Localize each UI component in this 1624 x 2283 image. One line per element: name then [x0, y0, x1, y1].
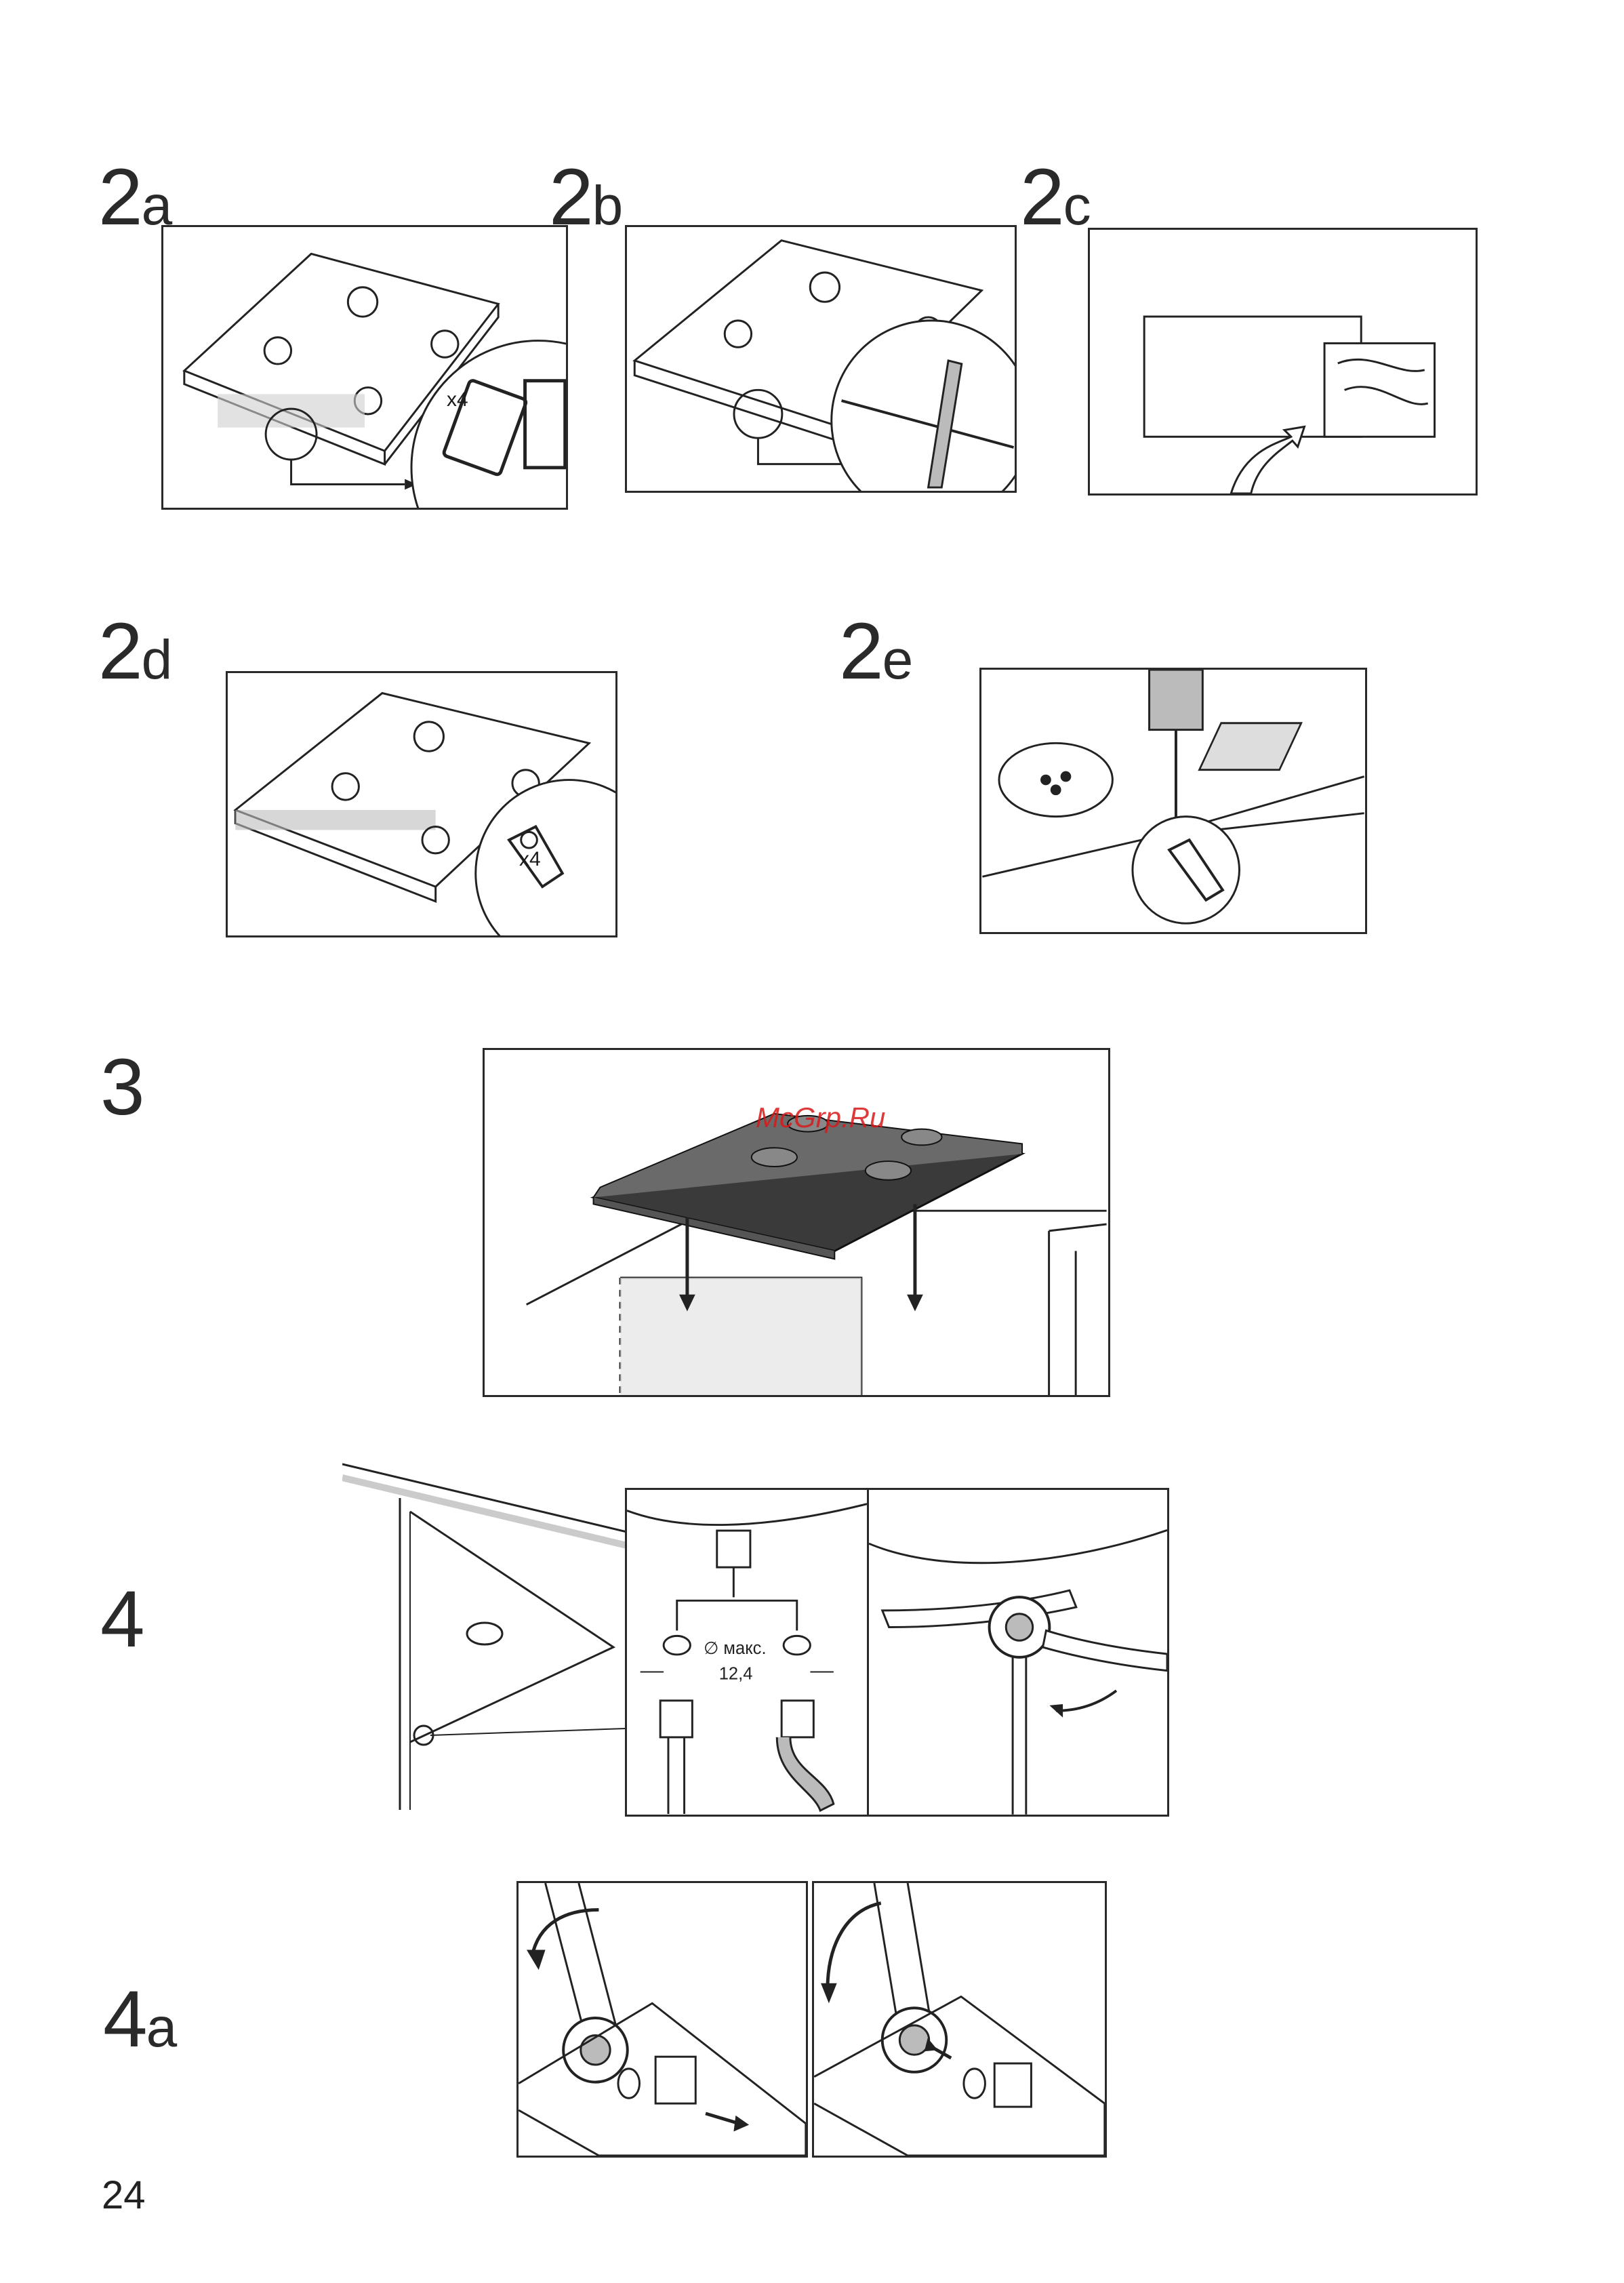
step-number: 2: [1020, 153, 1063, 242]
step-number: 2: [98, 153, 142, 242]
step-4-label: 4: [100, 1579, 144, 1659]
step-2e-label: 2e: [839, 611, 912, 691]
diameter-value: 12,4: [719, 1664, 753, 1683]
step-number: 4: [103, 1975, 146, 2064]
page-number: 24: [102, 2173, 146, 2218]
step-2c-label: 2c: [1020, 157, 1090, 237]
illustration-2e: [979, 668, 1367, 934]
step-letter: a: [146, 1997, 176, 2059]
illustration-2b: [625, 225, 1017, 493]
step-4a-label: 4a: [103, 1979, 176, 2059]
step-3-label: 3: [100, 1047, 144, 1127]
illustration-4-tighten: [867, 1488, 1169, 1817]
screwing-bracket-drawing: [981, 670, 1365, 932]
step-2a-label: 2a: [98, 157, 171, 237]
watermark: McGrp.Ru: [756, 1102, 885, 1134]
wrench-left-drawing: [519, 1883, 806, 2156]
step-letter: c: [1063, 175, 1090, 237]
quantity-label: x4: [519, 848, 541, 871]
step-letter: d: [142, 629, 171, 691]
gas-connection-drawing: ∅ макс. 12,4: [627, 1490, 867, 1815]
hob-underside-seal-drawing: [627, 227, 1015, 491]
diameter-label: ∅ макс.: [704, 1639, 766, 1658]
illustration-4-overview: [342, 1457, 627, 1810]
illustration-4a-right: [812, 1881, 1107, 2158]
illustration-4-connection: ∅ макс. 12,4: [625, 1488, 869, 1817]
hob-underside-brackets-drawing: [228, 673, 615, 935]
step-letter: b: [592, 175, 622, 237]
step-number: 2: [549, 153, 592, 242]
step-2d-label: 2d: [98, 611, 171, 691]
wrench-tighten-drawing: [869, 1490, 1167, 1815]
illustration-2d: x4: [226, 671, 617, 937]
step-number: 2: [839, 607, 882, 696]
seal-edge-drawing: [1090, 230, 1476, 493]
quantity-label: x4: [447, 388, 468, 411]
step-2b-label: 2b: [549, 157, 622, 237]
hob-underside-clips-drawing: [163, 227, 566, 508]
step-letter: e: [882, 629, 912, 691]
illustration-2a: x4: [161, 225, 568, 510]
wrench-right-drawing: [814, 1883, 1105, 2156]
illustration-4a-left: [516, 1881, 808, 2158]
illustration-2c: [1088, 228, 1478, 496]
step-number: 2: [98, 607, 142, 696]
illustration-3: [483, 1048, 1110, 1397]
